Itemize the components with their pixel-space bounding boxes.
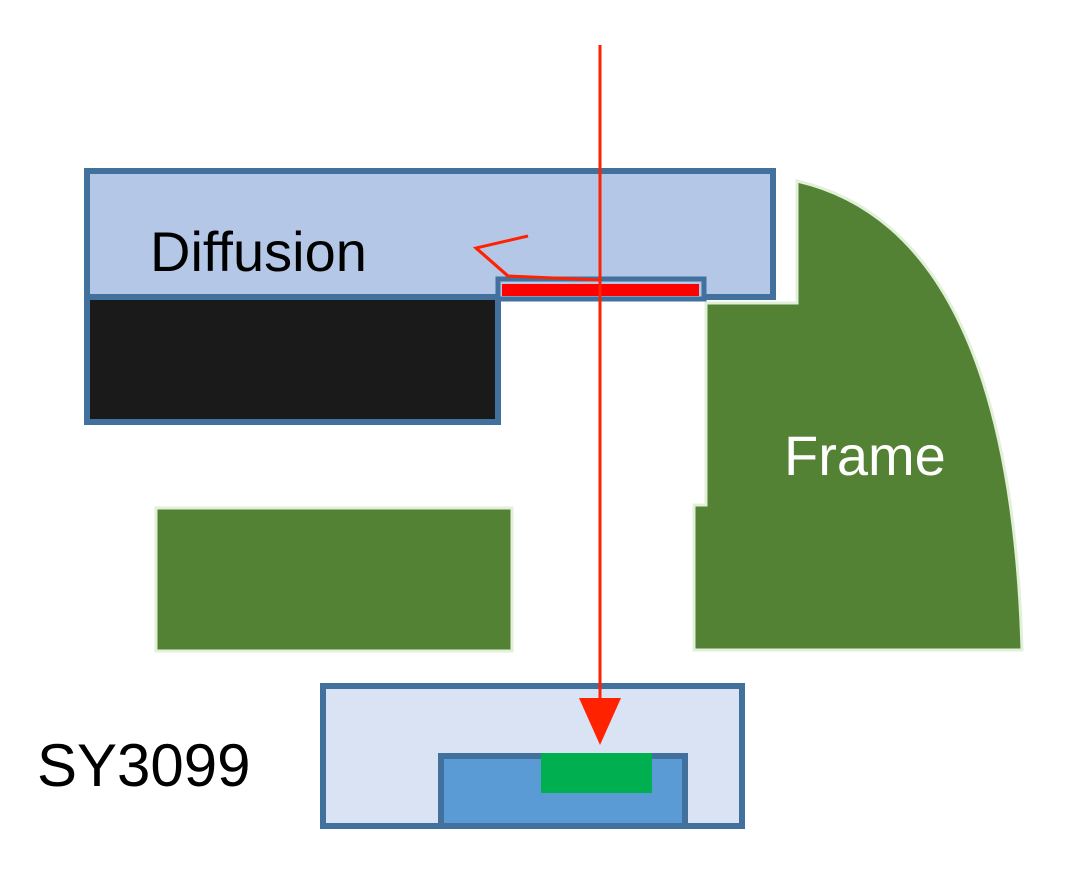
scatter-ray-arrowhead <box>472 234 529 278</box>
light-ray-arrowhead <box>579 698 621 745</box>
frame-block-left <box>154 506 514 653</box>
frame-shape <box>692 179 1024 652</box>
diffusion-plate <box>84 168 776 300</box>
frame-label: Frame <box>784 424 946 487</box>
diffusion-label: Diffusion <box>150 220 367 283</box>
sensor-active-area <box>541 753 652 793</box>
sensor-label: SY3099 <box>37 732 251 799</box>
black-block <box>84 294 501 425</box>
